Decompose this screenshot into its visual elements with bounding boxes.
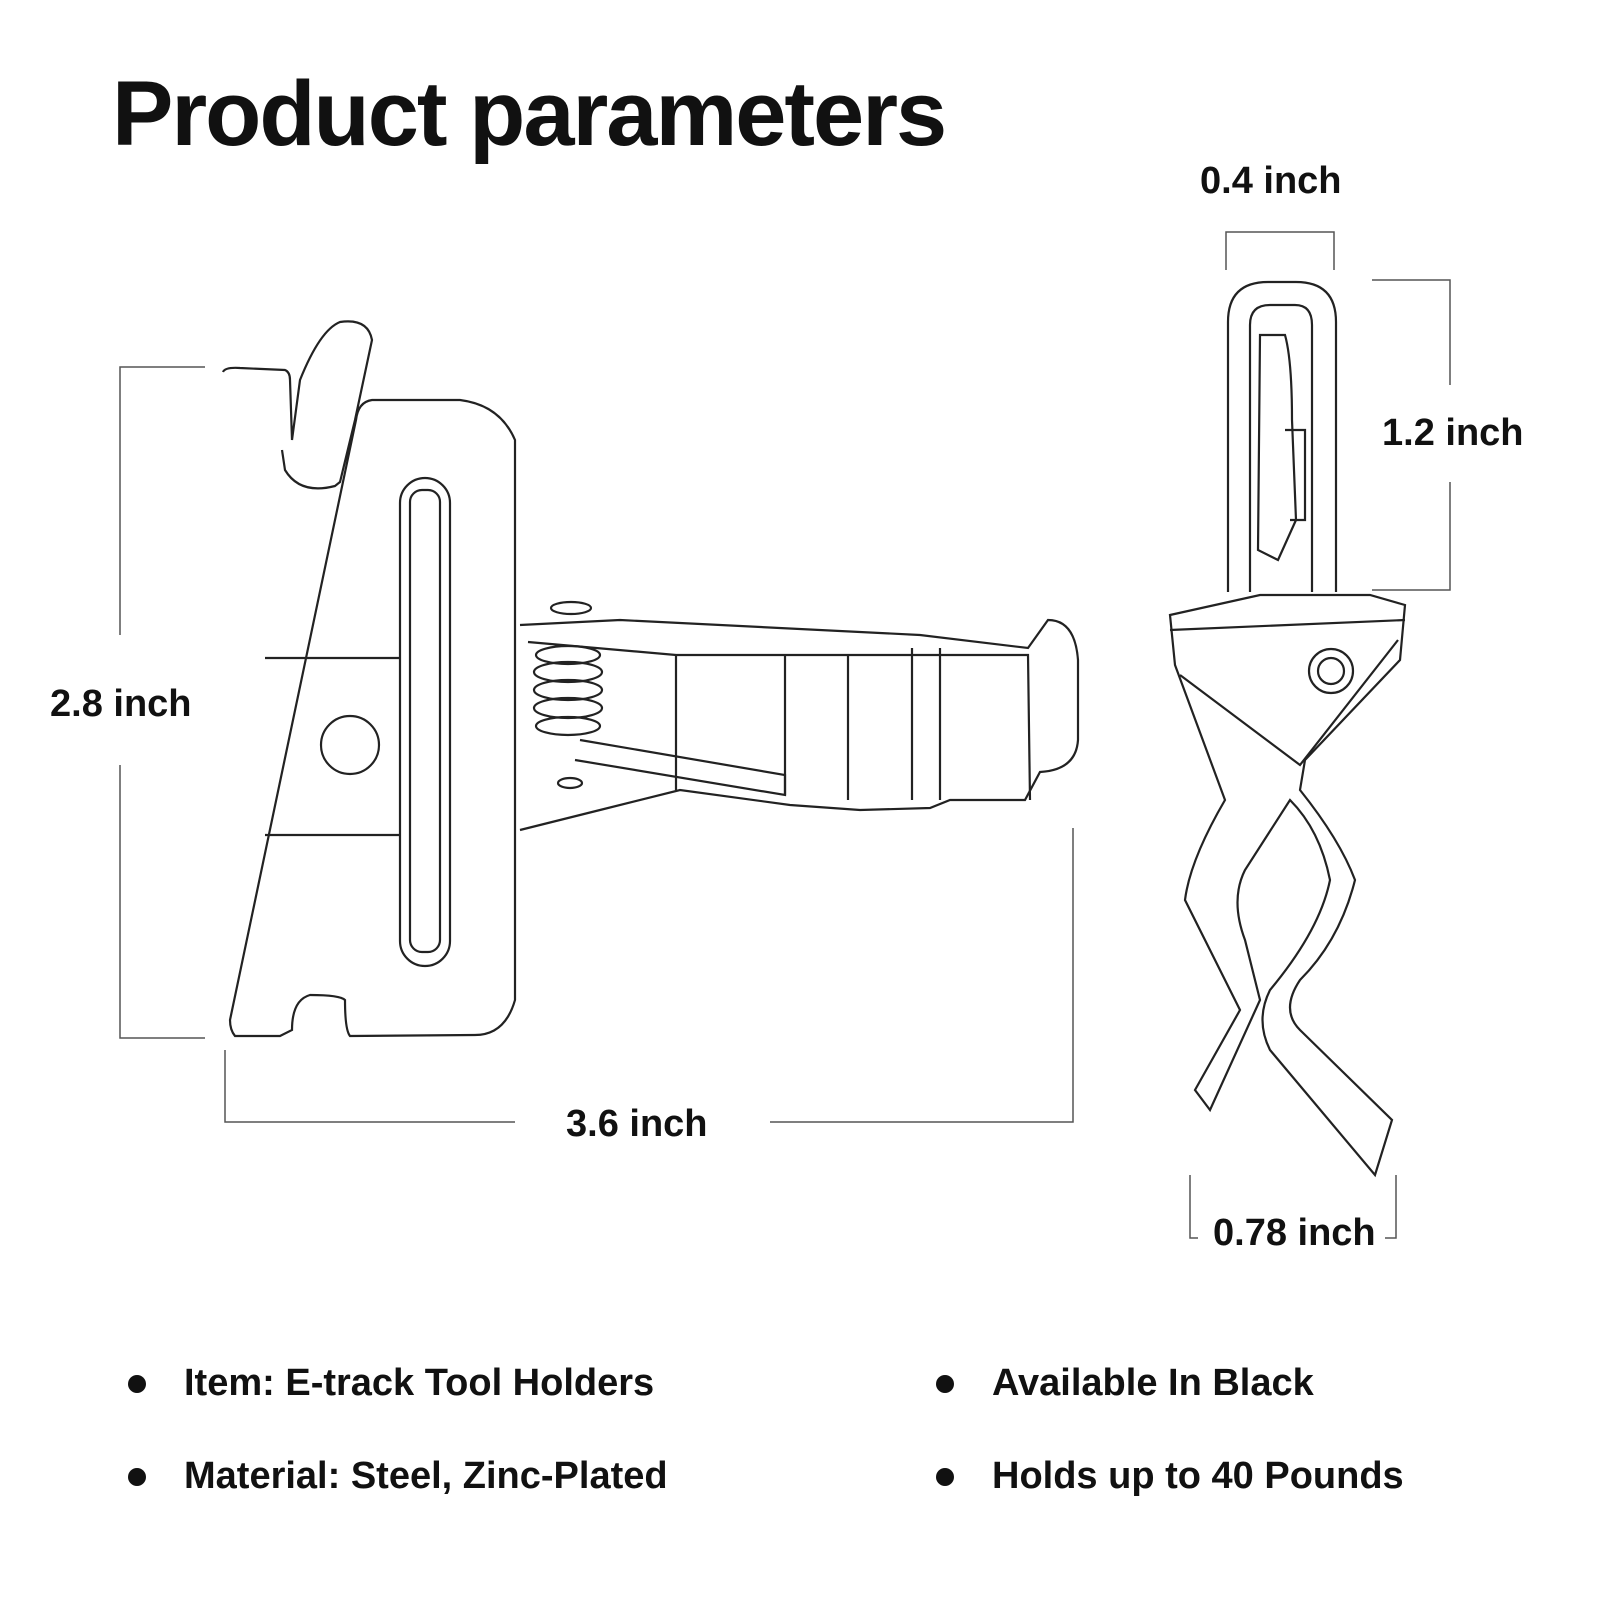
bullet-icon: [128, 1467, 146, 1486]
bullet-icon: [128, 1374, 146, 1393]
length-dimension-label: 3.6 inch: [566, 1103, 708, 1145]
spec-item: Item: E-track Tool Holders: [128, 1362, 654, 1405]
height-dimension-line: [119, 366, 205, 1039]
dimension-lines: [119, 231, 1451, 1239]
page-title: Product parameters: [112, 63, 947, 165]
side-height-dimension-line: [1372, 279, 1451, 591]
bullet-icon: [936, 1467, 954, 1486]
spec-capacity: Holds up to 40 Pounds: [936, 1455, 1404, 1498]
spec-text: Holds up to 40 Pounds: [992, 1455, 1404, 1497]
width-top-dimension-line: [1225, 231, 1335, 270]
side-height-dimension-label: 1.2 inch: [1382, 412, 1524, 454]
spec-text: Item: E-track Tool Holders: [184, 1362, 655, 1404]
bullet-icon: [936, 1374, 954, 1393]
rivet-top: [549, 600, 593, 616]
spec-material: Material: Steel, Zinc-Plated: [128, 1455, 668, 1498]
jaw-width-dimension-label: 0.78 inch: [1213, 1212, 1376, 1254]
length-dimension-line: [224, 828, 1074, 1123]
side-view: [1168, 280, 1407, 1178]
width-top-dimension-label: 0.4 inch: [1200, 160, 1342, 202]
spring-coil: [532, 644, 604, 737]
spec-text: Material: Steel, Zinc-Plated: [184, 1455, 668, 1497]
front-view-clamp: [519, 600, 1080, 832]
spec-text: Available In Black: [992, 1362, 1314, 1404]
height-dimension-label: 2.8 inch: [50, 683, 192, 725]
spec-color: Available In Black: [936, 1362, 1314, 1405]
front-view-plate: [221, 320, 517, 1038]
clamp-pin: [574, 738, 787, 797]
jaw-width-dimension-line: [1189, 1175, 1397, 1239]
